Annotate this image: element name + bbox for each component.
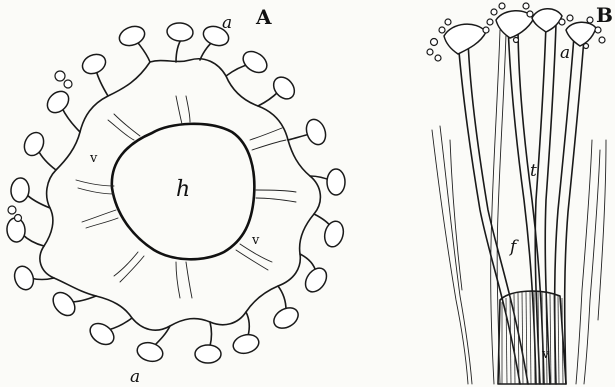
figure-b: B a t f v [427, 3, 613, 384]
label-b-v: v [541, 347, 550, 362]
label-b-a: a [560, 43, 570, 63]
label-b-t: t [530, 161, 537, 181]
panel-label-a: A [255, 5, 272, 29]
label-a-bottom: a [130, 367, 140, 387]
label-v-left: v [89, 151, 98, 166]
label-v-right: v [251, 233, 260, 248]
filaments-t [458, 24, 584, 384]
label-cavity-h: h [176, 177, 190, 202]
label-a-top: a [222, 13, 232, 33]
capitate-heads [427, 3, 605, 61]
label-b-f: f [508, 237, 519, 257]
panel-label-b: B [596, 3, 613, 27]
figure-a: A a a h v v [6, 5, 346, 387]
